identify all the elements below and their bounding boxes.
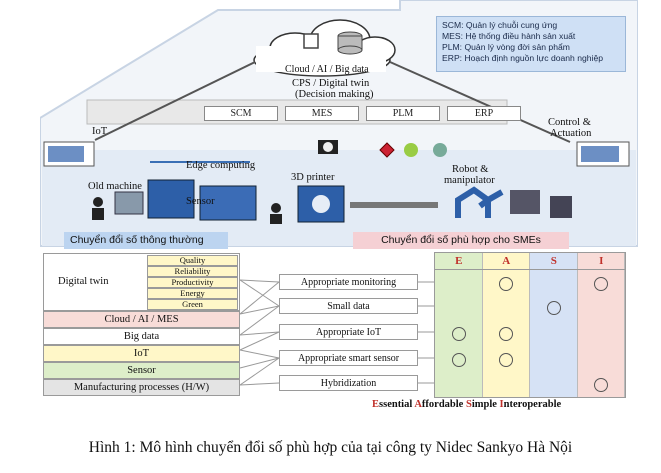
conveyor-icon [350,202,438,208]
decision-label: (Decision making) [295,89,374,100]
matrix-mark [499,277,514,291]
middle-smart-sensor: Appropriate smart sensor [279,350,418,366]
matrix-mark [594,378,609,392]
matrix-header-a: A [502,255,511,267]
control-arrow [389,61,571,143]
cloud-ai-mes-box: Cloud / AI / MES [43,311,240,328]
matrix-header-s: S [550,255,557,267]
matrix-mark [451,353,466,367]
matrix-header-i: I [599,255,604,267]
connector-lines [239,279,434,386]
matrix-header-e: E [455,255,463,267]
matrix-column-a [482,253,530,397]
machine-1-icon [147,179,195,219]
matrix-mark [546,301,561,315]
manipulator-label: manipulator [444,175,495,186]
middle-iot: Appropriate IoT [279,324,418,340]
edge-computing-label: Edge computing [186,160,256,171]
old-machine-label: Old machine [88,181,142,192]
middle-small-data: Small data [279,298,418,314]
footer-s-rest: imple [471,399,497,410]
dt-green: Green [147,299,238,310]
iot-arrow [94,61,256,141]
control-label: Control & [548,117,591,128]
conventional-banner: Chuyển đổi số thông thường [64,232,228,249]
worker-2-icon [270,203,282,224]
tablet-left-icon [43,141,95,167]
figure-caption: Hình 1: Mô hình chuyển đổi số phù hợp củ… [88,439,573,456]
system-plm: PLM [366,106,440,121]
matrix-mark [499,327,514,341]
printer-icon [297,185,345,223]
sme-banner: Chuyển đổi số phù hợp cho SMEs [353,232,569,249]
system-erp: ERP [447,106,521,121]
legend-mes: MES: Hệ thống điều hành sản xuất [442,31,576,41]
system-scm: SCM [204,106,278,121]
matrix-column-s [530,253,578,397]
actuation-label: Actuation [550,128,592,139]
abbreviation-legend: SCM: Quản lý chuỗi cung ứng MES: Hệ thốn… [436,16,626,72]
old-machine-icon [114,191,144,215]
status-icons [379,142,447,158]
cloud-label: Cloud / AI / Big data [285,64,369,75]
matrix-mark [594,277,609,291]
middle-hybridization: Hybridization [279,375,418,391]
dt-energy: Energy [147,288,238,299]
middle-monitoring: Appropriate monitoring [279,274,418,290]
worker-icon [92,197,104,220]
sensor-box: Sensor [43,362,240,379]
footer-s-initial: S [465,399,472,410]
printer-label: 3D printer [291,172,335,183]
iot-label: IoT [92,126,108,137]
matrix-mark [499,353,514,367]
footer-e-rest: ssential [379,399,413,410]
iot-box: IoT [43,345,240,362]
footer-a-initial: A [414,399,422,410]
matrix-mark [451,327,466,341]
footer-i-rest: nteroperable [503,399,562,410]
robot-arm-2-icon [485,189,504,218]
lift-icon [510,190,572,218]
dt-reliability: Reliability [147,266,238,277]
tablet-right-icon [576,141,630,167]
robot-label: Robot & [452,164,489,175]
dt-productivity: Productivity [147,277,238,288]
machine-2-icon [199,185,257,221]
matrix-header-divider [435,269,625,270]
system-mes: MES [285,106,359,121]
big-data-box: Big data [43,328,240,345]
legend-scm: SCM: Quản lý chuỗi cung ứng [442,20,558,30]
manufacturing-box: Manufacturing processes (H/W) [43,379,240,396]
dt-quality: Quality [147,255,238,266]
legend-plm: PLM: Quản lý vòng đời sản phẩm [442,42,570,52]
matrix-footer: Essential Affordable Simple Interoperabl… [372,399,561,410]
footer-a-rest: ffordable [421,399,464,410]
legend-erp: ERP: Hoạch định nguồn lực doanh nghiệp [442,53,604,63]
digital-twin-label: Digital twin [58,276,109,287]
sensor-label: Sensor [186,196,215,207]
camera-icon [318,140,338,154]
cps-label: CPS / Digital twin [292,78,370,89]
database-icon [337,31,363,55]
matrix-column-e [435,253,483,397]
footer-i-initial: I [499,399,504,410]
chip-icon [303,33,319,49]
matrix-column-i [577,253,625,397]
footer-e-initial: E [372,399,380,410]
